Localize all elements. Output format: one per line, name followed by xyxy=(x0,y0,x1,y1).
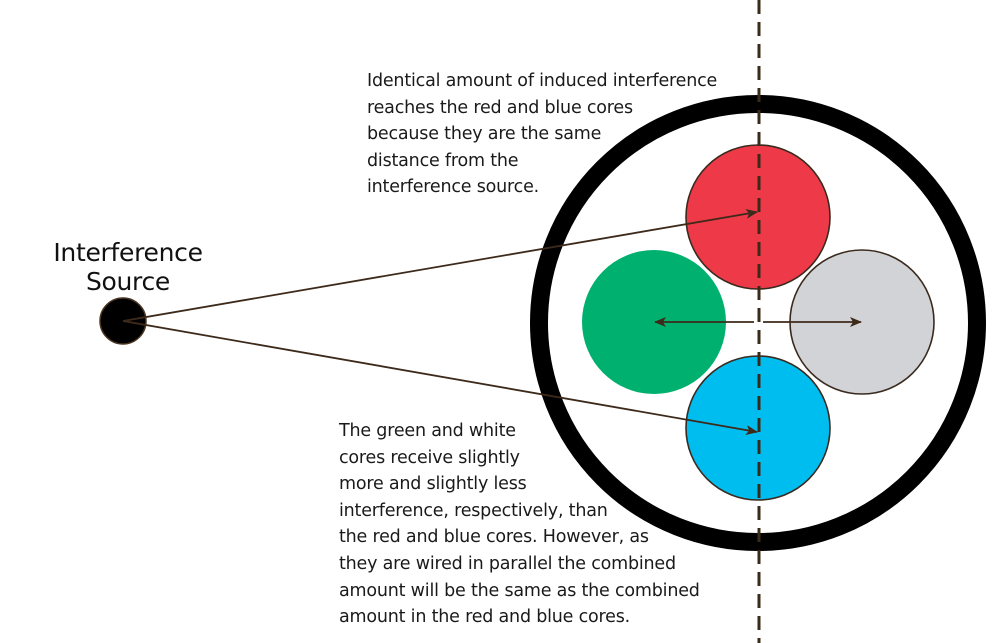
note-line: the red and blue cores. However, as xyxy=(339,527,649,548)
note-line: interference, respectively, than xyxy=(339,500,608,521)
note-line: amount will be the same as the combined xyxy=(339,580,700,601)
note-line: because they are the same xyxy=(367,124,602,144)
source-label-line: Source xyxy=(85,267,171,296)
note-line: amount in the red and blue cores. xyxy=(339,607,630,628)
note-line: distance from the xyxy=(367,150,519,171)
note-line: more and slightly less xyxy=(339,474,527,495)
field-line-to-blue xyxy=(122,320,758,436)
note-parallel-wiring: The green and white cores receive slight… xyxy=(339,418,700,631)
note-line: The green and white xyxy=(339,421,516,441)
source-label-line: Interference xyxy=(53,238,203,267)
note-line: interference source. xyxy=(367,177,539,197)
note-equal-interference: Identical amount of induced interference… xyxy=(367,68,717,201)
field-line-to-red xyxy=(122,208,758,322)
note-line: Identical amount of induced interference xyxy=(367,71,718,91)
note-line: they are wired in parallel the combined xyxy=(339,553,676,574)
note-line: reaches the red and blue cores xyxy=(367,97,633,118)
note-line: cores receive slightly xyxy=(339,447,520,468)
interference-source-label: Interference Source xyxy=(30,238,226,296)
